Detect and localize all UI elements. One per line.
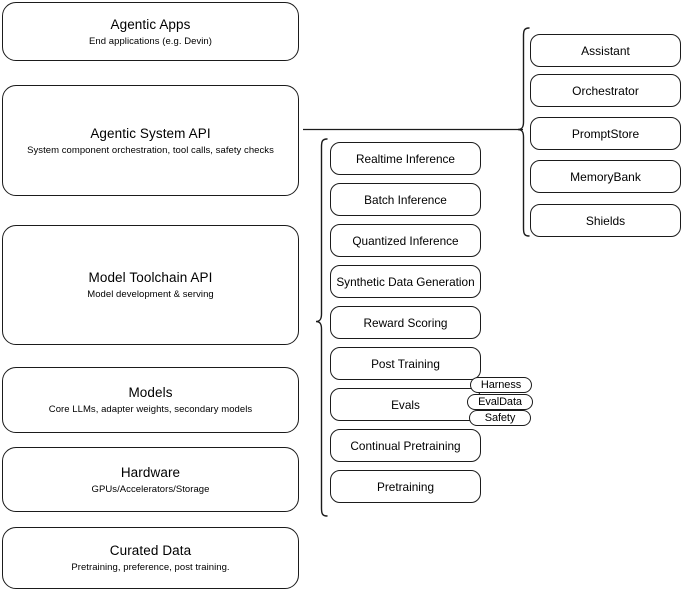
evals-pill-harness[interactable]: Harness bbox=[470, 377, 532, 393]
capability-box-batch-inference[interactable]: Batch Inference bbox=[330, 183, 481, 216]
component-box-promptstore[interactable]: PromptStore bbox=[530, 117, 681, 150]
capability-box-reward-scoring[interactable]: Reward Scoring bbox=[330, 306, 481, 339]
layer-subtitle: Pretraining, preference, post training. bbox=[71, 562, 230, 573]
evals-pill-evaldata[interactable]: EvalData bbox=[467, 394, 533, 410]
capability-box-quantized-inference[interactable]: Quantized Inference bbox=[330, 224, 481, 257]
layer-box-model-toolchain-api[interactable]: Model Toolchain API Model development & … bbox=[2, 225, 299, 345]
component-label: Assistant bbox=[581, 43, 630, 58]
pill-label: Safety bbox=[484, 412, 516, 424]
layer-subtitle: End applications (e.g. Devin) bbox=[89, 35, 212, 47]
component-box-shields[interactable]: Shields bbox=[530, 204, 681, 237]
layer-title: Models bbox=[128, 385, 173, 400]
layer-box-hardware[interactable]: Hardware GPUs/Accelerators/Storage bbox=[2, 447, 299, 512]
layer-box-agentic-apps[interactable]: Agentic Apps End applications (e.g. Devi… bbox=[2, 2, 299, 61]
capability-label: Quantized Inference bbox=[352, 233, 459, 248]
layer-box-agentic-system-api[interactable]: Agentic System API System component orch… bbox=[2, 85, 299, 196]
capability-label: Pretraining bbox=[376, 479, 435, 494]
component-box-memorybank[interactable]: MemoryBank bbox=[530, 160, 681, 193]
brace-system-components bbox=[517, 27, 530, 237]
capability-label: Batch Inference bbox=[364, 192, 447, 207]
layer-subtitle: Model development & serving bbox=[87, 289, 214, 300]
component-label: Orchestrator bbox=[572, 83, 639, 98]
capability-box-continual-pretraining[interactable]: Continual Pretraining bbox=[330, 429, 481, 462]
layer-box-curated-data[interactable]: Curated Data Pretraining, preference, po… bbox=[2, 527, 299, 589]
capability-label: Realtime Inference bbox=[355, 151, 455, 166]
pill-label: EvalData bbox=[478, 396, 522, 408]
capability-box-evals[interactable]: Evals bbox=[330, 388, 481, 421]
component-box-orchestrator[interactable]: Orchestrator bbox=[530, 74, 681, 107]
capability-label: Synthetic Data Generation bbox=[336, 274, 475, 289]
layer-box-models[interactable]: Models Core LLMs, adapter weights, secon… bbox=[2, 367, 299, 433]
layer-title: Agentic System API bbox=[90, 125, 211, 141]
capability-label: Reward Scoring bbox=[363, 315, 448, 330]
capability-box-pretraining[interactable]: Pretraining bbox=[330, 470, 481, 503]
capability-label: Post Training bbox=[371, 356, 440, 371]
component-label: PromptStore bbox=[571, 126, 640, 141]
capability-box-post-training[interactable]: Post Training bbox=[330, 347, 481, 380]
layer-title: Agentic Apps bbox=[110, 16, 191, 32]
pill-label: Harness bbox=[480, 379, 522, 391]
brace-toolchain-capabilities bbox=[315, 138, 328, 517]
layer-title: Curated Data bbox=[109, 543, 192, 558]
component-box-assistant[interactable]: Assistant bbox=[530, 34, 681, 67]
capability-label: Evals bbox=[391, 397, 420, 412]
capability-box-synthetic-data-generation[interactable]: Synthetic Data Generation bbox=[330, 265, 481, 298]
layer-subtitle: Core LLMs, adapter weights, secondary mo… bbox=[48, 404, 253, 415]
layer-title: Hardware bbox=[120, 464, 181, 480]
capability-label: Continual Pretraining bbox=[350, 438, 461, 453]
layer-title: Model Toolchain API bbox=[88, 270, 213, 285]
layer-subtitle: System component orchestration, tool cal… bbox=[27, 144, 274, 156]
component-label: MemoryBank bbox=[570, 169, 641, 184]
component-label: Shields bbox=[585, 213, 626, 228]
layer-subtitle: GPUs/Accelerators/Storage bbox=[91, 483, 210, 495]
evals-pill-safety[interactable]: Safety bbox=[469, 410, 531, 426]
capability-box-realtime-inference[interactable]: Realtime Inference bbox=[330, 142, 481, 175]
